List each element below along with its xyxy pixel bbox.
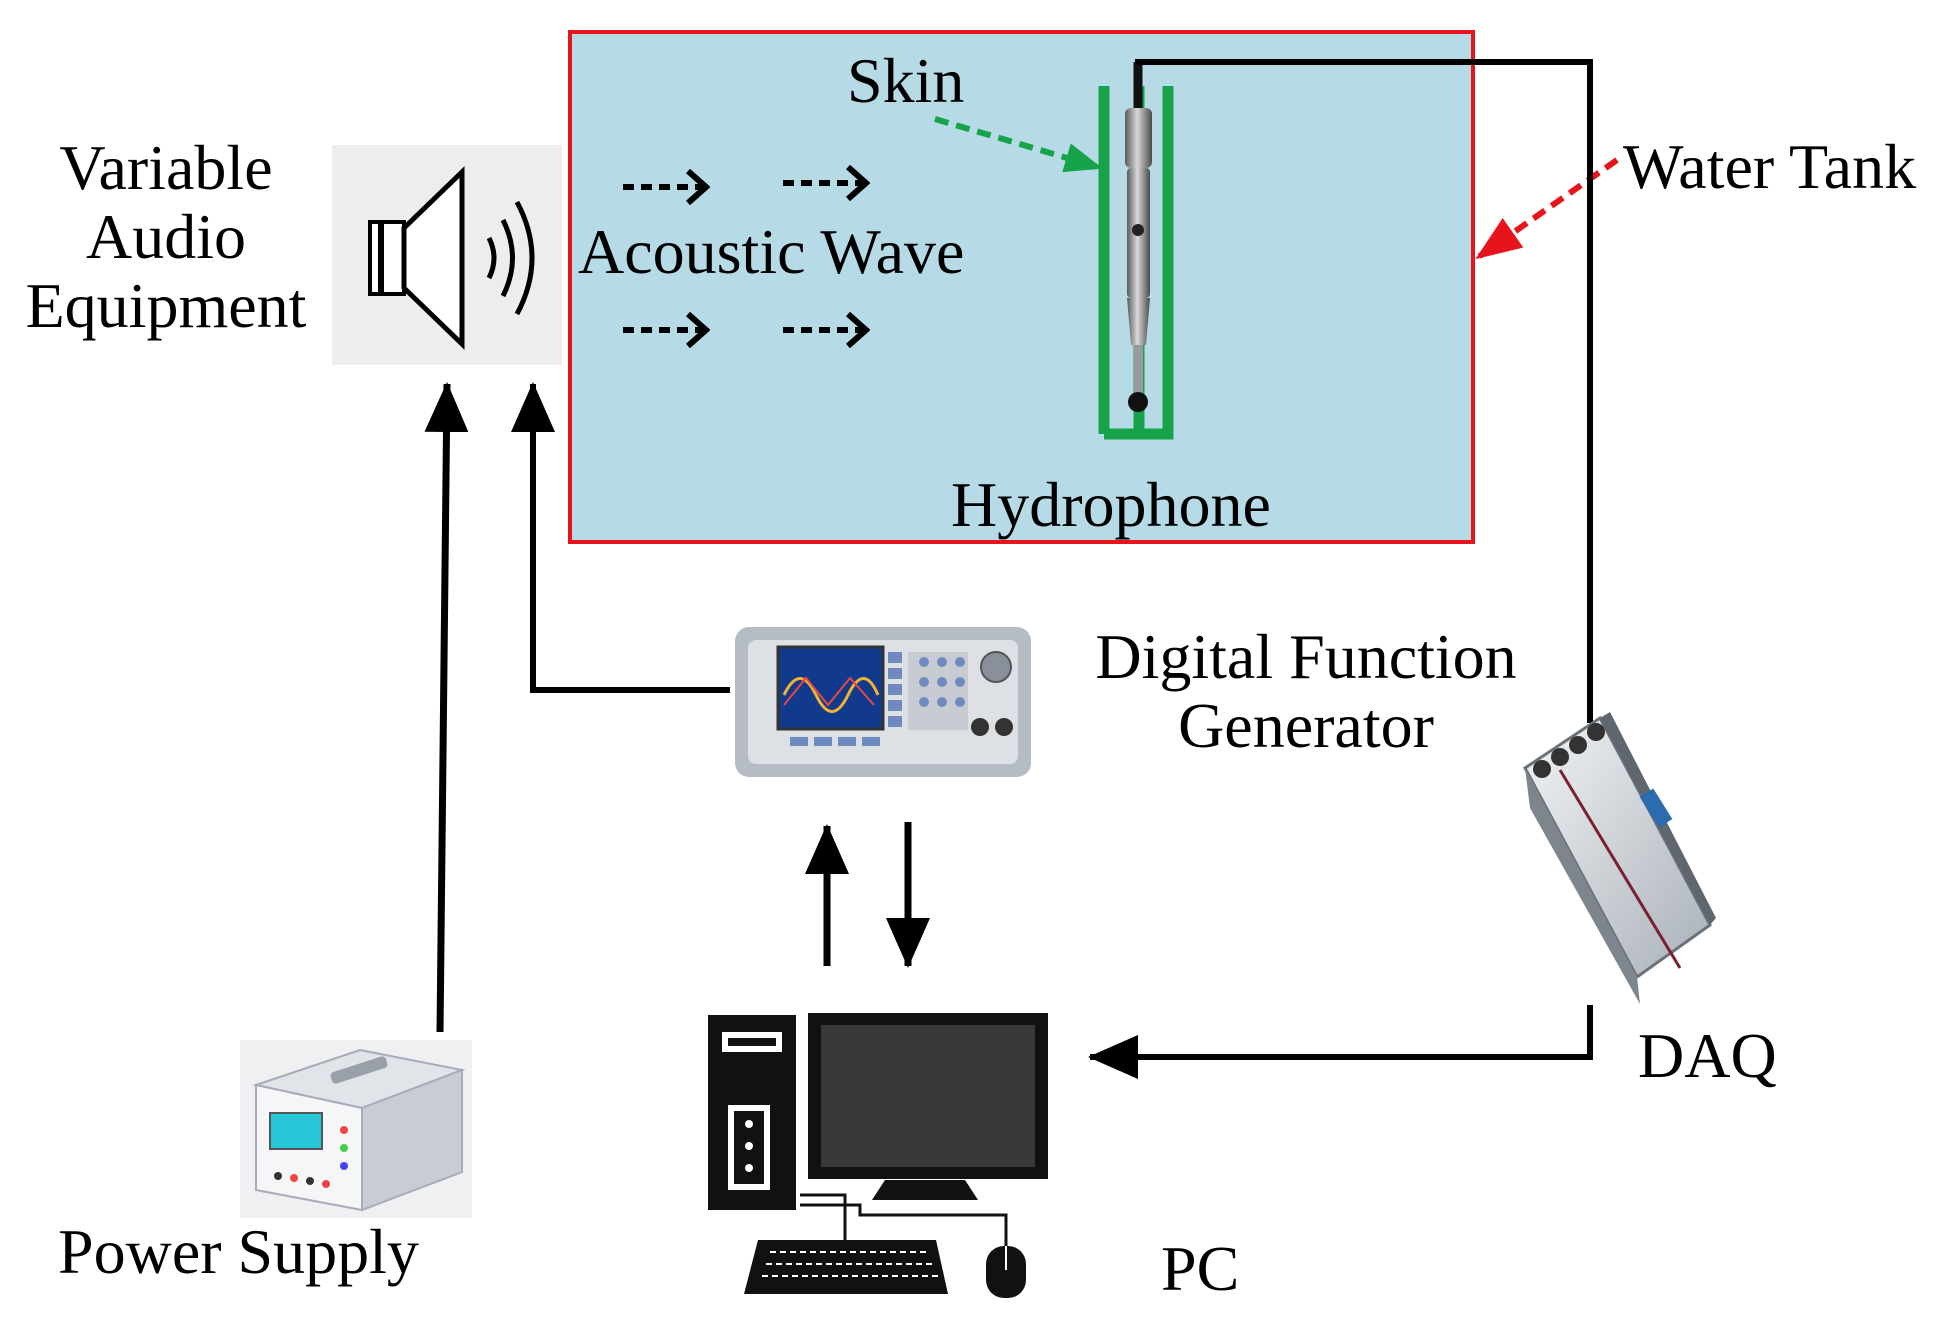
- hydrophone-label: Hydrophone: [951, 469, 1271, 540]
- water-tank-pointer-arrow: [1475, 157, 1619, 261]
- function-generator-icon: [735, 627, 1031, 777]
- speaker-label-line-2: Audio: [86, 201, 246, 273]
- speaker-label-line-1: Variable: [59, 132, 273, 203]
- daq-label: DAQ: [1638, 1020, 1777, 1091]
- speaker-label-line-3: Equipment: [25, 270, 307, 342]
- pc-icon: [708, 1013, 1048, 1298]
- power-supply-icon: [240, 1040, 472, 1218]
- power-supply-label: Power Supply: [58, 1216, 419, 1287]
- daq-device-icon: [1523, 712, 1716, 1004]
- power-to-speaker-arrow: [424, 382, 469, 1033]
- water-tank: [568, 30, 1475, 544]
- hydrophone-cable: [1135, 59, 1593, 723]
- speaker-icon: [332, 145, 562, 365]
- daq-to-pc-arrow: [1088, 1005, 1593, 1079]
- pc-label: PC: [1161, 1233, 1240, 1304]
- function-generator-label-line-1: Digital Function: [1095, 621, 1517, 692]
- skin-pointer-arrow: [934, 116, 1103, 173]
- function-generator-label: Digital Function Generator: [1075, 622, 1537, 760]
- water-tank-label: Water Tank: [1623, 131, 1917, 202]
- hydrophone-icon: [1098, 62, 1174, 440]
- function-generator-label-line-2: Generator: [1178, 690, 1434, 762]
- acoustic-wave-label: Acoustic Wave: [578, 216, 965, 287]
- acoustic-wave-arrows: [623, 183, 866, 330]
- generator-to-speaker-arrow: [511, 382, 730, 693]
- skin-label: Skin: [847, 45, 965, 116]
- speaker-label: Variable Audio Equipment: [0, 133, 332, 340]
